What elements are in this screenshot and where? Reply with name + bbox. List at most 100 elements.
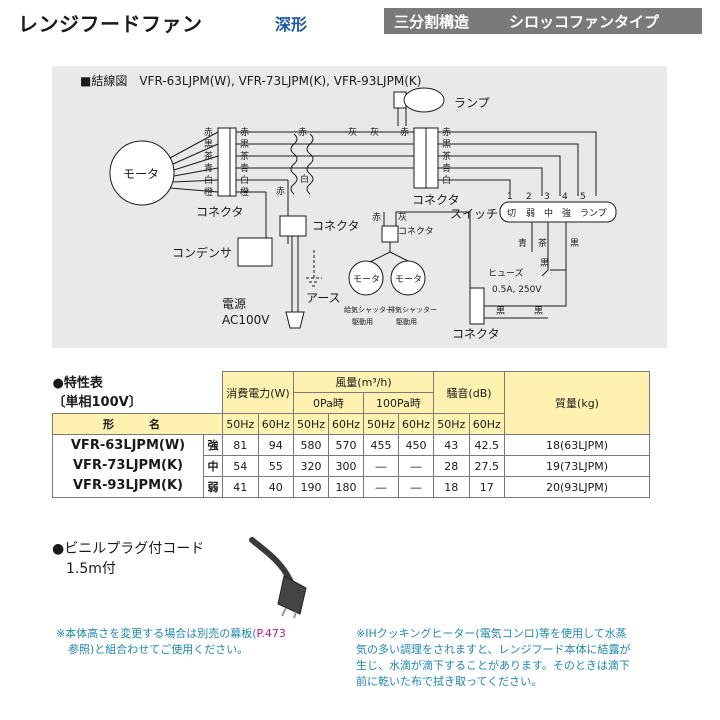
main-connector-label: コネクタ xyxy=(412,193,460,207)
svg-text:赤: 赤 xyxy=(400,127,409,138)
plug-cord-image xyxy=(249,537,307,619)
condenser-label: コンデンサ xyxy=(172,245,232,260)
table-cell: 55 xyxy=(257,455,294,477)
wire-label-brown: 茶 xyxy=(204,150,213,162)
condenser xyxy=(237,237,273,267)
motor-connector xyxy=(217,127,231,197)
svg-text:駆動用: 駆動用 xyxy=(352,317,373,326)
power-plug xyxy=(285,311,305,329)
hz-header: 60Hz xyxy=(468,413,505,435)
exhaust-shutter-motor xyxy=(390,260,426,296)
table-cell: 27.5 xyxy=(468,455,505,477)
weight-cell: 20(93LJPM) xyxy=(504,476,650,498)
svg-text:駆動用: 駆動用 xyxy=(396,317,417,326)
page-reference-link[interactable]: P.473 xyxy=(256,627,286,640)
fuse-connector xyxy=(469,287,485,325)
svg-text:赤: 赤 xyxy=(276,186,285,197)
rotary-switch xyxy=(499,201,617,223)
hz-header: 50Hz xyxy=(433,413,470,435)
model-name: VFR-93LJPM(K) xyxy=(73,478,183,493)
table-cell: ― xyxy=(398,476,434,498)
lamp-label: ランプ xyxy=(454,96,490,110)
fuse-label: ヒューズ xyxy=(488,267,524,279)
svg-text:灰: 灰 xyxy=(348,126,357,138)
svg-text:モータ: モータ xyxy=(395,274,422,285)
shutter-connector xyxy=(381,225,399,243)
table-cell: 17 xyxy=(468,476,505,498)
wire-label-orange: 橙 xyxy=(204,186,213,198)
spec-title: ●特性表 xyxy=(52,375,103,391)
table-cell: 320 xyxy=(293,455,329,477)
svg-text:切: 切 xyxy=(507,208,516,219)
svg-text:1: 1 xyxy=(507,192,513,202)
page-subtitle: 深形 xyxy=(275,15,308,34)
svg-text:ランプ: ランプ xyxy=(580,208,607,219)
table-row: 弱 41 40 190 180 ― ― 18 17 20(93LJPM) xyxy=(53,476,650,498)
power-connector-label: コネクタ xyxy=(312,219,360,233)
table-cell: 40 xyxy=(257,476,294,498)
svg-text:灰: 灰 xyxy=(370,126,379,138)
power-label: 電源 xyxy=(222,297,246,311)
power-ac-label: AC100V xyxy=(222,313,270,327)
mode-high: 強 xyxy=(203,434,223,456)
table-cell: 43 xyxy=(433,434,470,456)
earth-label: アース xyxy=(306,291,341,305)
table-cell: 18 xyxy=(433,476,470,498)
table-cell: ― xyxy=(363,476,399,498)
main-motor xyxy=(109,140,175,206)
feature-tag-structure: 三分割構造 xyxy=(394,12,470,31)
svg-text:黒: 黒 xyxy=(534,306,543,317)
power-connector xyxy=(279,215,307,237)
spec-table: ●特性表 〔単相100V〕 消費電力(W) 風量(m³/h) 騒音(dB) 質量… xyxy=(52,371,650,498)
wire-label-blue: 青 xyxy=(204,162,213,174)
svg-text:黒: 黒 xyxy=(496,306,505,317)
model-name: VFR-63LJPM(W) xyxy=(70,438,186,453)
switch-label: スイッチ xyxy=(450,207,498,221)
table-cell: 580 xyxy=(293,434,329,456)
cord-label: ●ビニルプラグ付コード xyxy=(52,541,205,557)
svg-text:3: 3 xyxy=(544,192,550,202)
wire-label-red: 赤 xyxy=(204,127,213,138)
cord-length: 1.5m付 xyxy=(66,561,116,577)
table-cell: 28 xyxy=(433,455,470,477)
svg-text:中: 中 xyxy=(544,207,553,219)
note-text: 参照)と組合わせてご使用ください。 xyxy=(68,643,249,656)
mode-mid: 中 xyxy=(203,455,223,477)
fuse-connector-label: コネクタ xyxy=(452,327,500,341)
model-name: VFR-73LJPM(K) xyxy=(73,458,183,473)
svg-text:青: 青 xyxy=(518,237,527,249)
motor-connector-label: コネクタ xyxy=(196,205,244,219)
supply-shutter-label: 給気シャッター xyxy=(344,305,393,314)
mode-low: 弱 xyxy=(203,476,223,498)
table-cell: 54 xyxy=(222,455,259,477)
table-cell: 455 xyxy=(363,434,399,456)
hz-header: 60Hz xyxy=(398,413,434,435)
col-noise: 騒音(dB) xyxy=(433,371,505,414)
fuse-rating: 0.5A, 250V xyxy=(492,285,542,295)
table-cell: 570 xyxy=(328,434,364,456)
hz-header: 50Hz xyxy=(363,413,399,435)
svg-text:強: 強 xyxy=(562,207,571,219)
svg-text:2: 2 xyxy=(526,192,532,202)
col-air-0pa: 0Pa時 xyxy=(293,392,364,414)
svg-text:白: 白 xyxy=(300,173,309,185)
main-connector xyxy=(413,127,427,189)
spec-subtitle: 〔単相100V〕 xyxy=(52,394,142,410)
note-decorative-panel: ※本体高さを変更する場合は別売の幕板(P.473 参照)と組合わせてご使用くださ… xyxy=(56,626,326,658)
svg-text:黒: 黒 xyxy=(540,258,549,269)
shutter-connector-label: コネクタ xyxy=(398,226,434,237)
feature-tag: 三分割構造 シロッコファンタイプ xyxy=(384,8,702,34)
exhaust-shutter-label: 排気シャッター xyxy=(388,305,437,314)
svg-text:茶: 茶 xyxy=(538,237,547,249)
supply-shutter-motor xyxy=(348,260,384,296)
svg-text:5: 5 xyxy=(580,192,586,202)
svg-text:黒: 黒 xyxy=(570,238,579,249)
table-cell: 190 xyxy=(293,476,329,498)
col-airflow: 風量(m³/h) xyxy=(293,371,434,393)
weight-cell: 19(73LJPM) xyxy=(504,455,650,477)
note-text: ※本体高さを変更する場合は別売の幕板( xyxy=(56,627,257,640)
svg-text:モータ: モータ xyxy=(353,274,380,285)
diagram-heading: ■結線図 VFR-63LJPM(W), VFR-73LJPM(K), VFR-9… xyxy=(80,73,421,88)
feature-tag-fan-type: シロッコファンタイプ xyxy=(509,12,660,31)
page-title: レンジフードファン xyxy=(18,12,203,36)
